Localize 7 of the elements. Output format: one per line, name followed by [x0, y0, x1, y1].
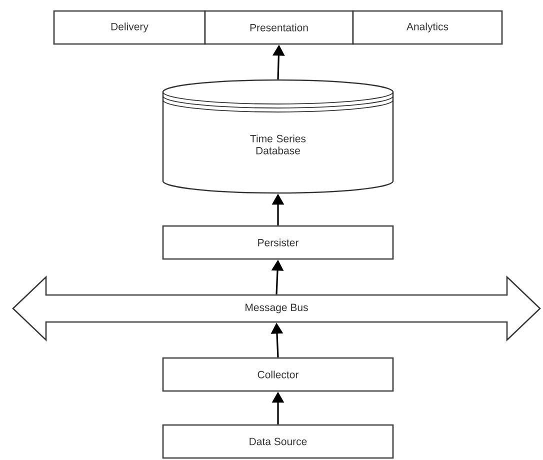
database-cylinder: Time Series Database — [162, 79, 394, 194]
process-box: Data Source — [162, 424, 394, 459]
process-box: Delivery — [53, 10, 206, 45]
process-box: Presentation — [204, 10, 354, 45]
process-box: Analytics — [352, 10, 503, 45]
process-box: Collector — [162, 357, 394, 392]
process-box: Persister — [162, 225, 394, 260]
